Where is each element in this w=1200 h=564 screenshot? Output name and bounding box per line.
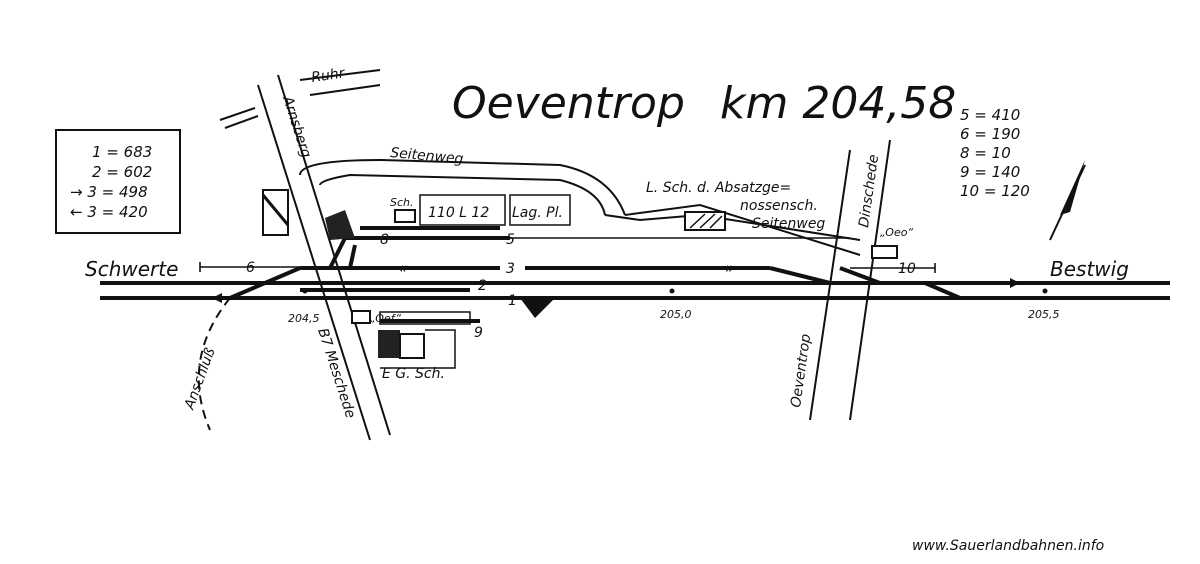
road-b7-left: [257, 84, 371, 441]
north-arrow-icon: [1049, 160, 1086, 241]
junction-east-3: [769, 266, 831, 285]
track-label-5: 5: [506, 232, 515, 248]
building-lagpl: [509, 194, 571, 226]
place-anschluss: Anschluß: [181, 346, 218, 413]
label-lagerhaus: 110 L 12: [428, 205, 489, 221]
label-absatz-2: nossensch.: [740, 198, 818, 214]
track-label-6: 6: [246, 260, 255, 276]
buildings: [261, 189, 898, 369]
legend-right: 5 = 410 6 = 190 8 = 10 9 = 140 10 = 120: [960, 106, 1030, 200]
legend-right-row: 10 = 120: [960, 182, 1030, 200]
legend-left-row: 2 = 602: [92, 163, 152, 181]
place-meschede: B7 Meschede: [314, 326, 358, 420]
road-oeventrop-right: [849, 139, 891, 421]
anschluss-line: [197, 297, 231, 431]
building-egsch: [378, 330, 400, 358]
junction-west-3: [229, 266, 301, 300]
legend-left-row: 1 = 683: [92, 143, 152, 161]
building-oef: [351, 310, 371, 324]
road-b7-right: [277, 74, 391, 436]
legend-right-row: 6 = 190: [960, 125, 1020, 143]
building-oeo: [871, 245, 898, 259]
diagram-title: Oeventrop: [452, 78, 685, 129]
building-lagerhaus: [419, 194, 506, 226]
label-absatz-1: L. Sch. d. Absatzge=: [646, 180, 791, 196]
road-oeventrop-left: [809, 149, 851, 421]
track-label-2: 2: [478, 278, 487, 294]
legend-left-row: ← 3 = 420: [70, 203, 148, 221]
building-west: [262, 189, 289, 236]
legend-left: 1 = 683 2 = 602 → 3 = 498 ← 3 = 420: [55, 129, 181, 234]
watermark: www.Sauerlandbahnen.info: [912, 538, 1104, 554]
svg-text:»: »: [725, 259, 734, 277]
roads: [197, 69, 891, 441]
svg-text:«: «: [398, 259, 407, 277]
place-oeventrop-road: Oeventrop: [788, 333, 814, 409]
km-label: km 204,58: [720, 78, 956, 129]
km-mark-2045: 204,5: [288, 312, 320, 325]
track-label-10: 10: [898, 261, 916, 277]
place-arnsberg: Arnsberg: [279, 93, 314, 160]
legend-right-row: 5 = 410: [960, 106, 1020, 124]
label-oeo: „Oeo“: [880, 226, 913, 239]
arnsberg-arrows: [219, 107, 259, 129]
place-west: Schwerte: [85, 257, 178, 281]
legend-left-row: → 3 = 498: [70, 183, 148, 201]
track-label-1: 1: [508, 293, 517, 309]
track-label-9: 9: [474, 325, 483, 341]
label-egsch: E G. Sch.: [382, 366, 445, 382]
legend-right-row: 9 = 140: [960, 163, 1020, 181]
main-tracks: [100, 226, 1170, 323]
crossover-east: [924, 281, 961, 300]
legend-right-row: 8 = 10: [960, 144, 1011, 162]
label-lagpl: Lag. Pl.: [512, 205, 563, 221]
label-oef: „Oef“: [370, 312, 401, 325]
track-label-8: 8: [380, 232, 389, 248]
direction-arrows: « »: [212, 259, 1048, 303]
place-ruhr: Ruhr: [310, 65, 346, 86]
km-mark-2050: 205,0: [660, 308, 692, 321]
loading-ramp: [325, 210, 355, 240]
building-absatz: [684, 211, 726, 231]
place-seitenweg-top: Seitenweg: [390, 145, 465, 167]
building-sch: [394, 209, 416, 223]
place-seitenweg-right: Seitenweg: [752, 216, 825, 232]
km-mark-2055: 205,5: [1028, 308, 1060, 321]
label-sch: Sch.: [390, 196, 414, 209]
place-east: Bestwig: [1050, 257, 1129, 281]
track-label-3: 3: [506, 261, 515, 277]
